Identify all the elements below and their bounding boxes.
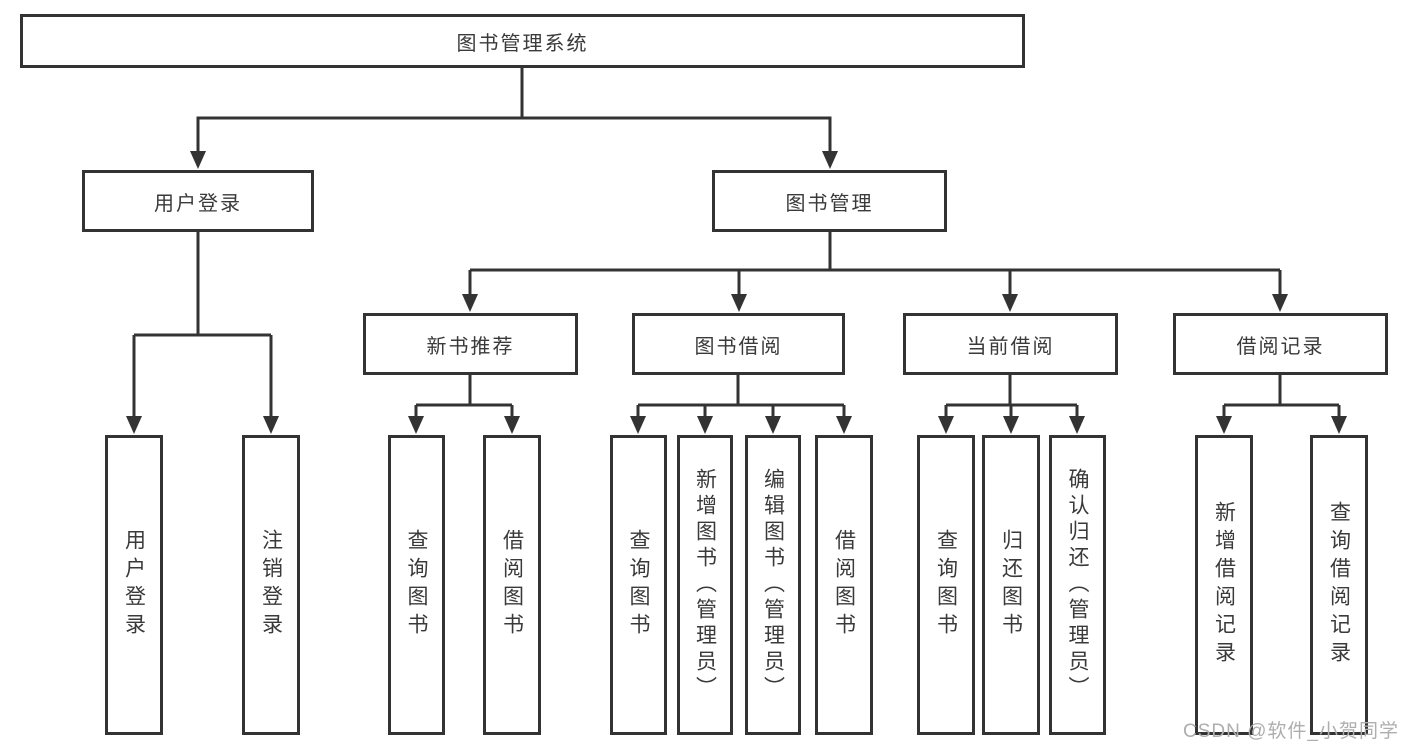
connector-records-to-leaves [1222, 375, 1341, 418]
arrow-down-icon [938, 416, 954, 434]
arrow-down-icon [765, 416, 781, 434]
arrow-down-icon [697, 416, 713, 434]
leaf-current-query-books: 查询图书 [917, 435, 975, 735]
arrow-down-icon [1216, 416, 1232, 434]
connector-login-to-leaves [132, 232, 273, 418]
arrow-down-icon [408, 416, 424, 434]
arrow-down-icon [126, 416, 142, 434]
leaf-records-query: 查询借阅记录 [1310, 435, 1368, 735]
arrow-down-icon [822, 151, 838, 169]
node-new-book-recommend: 新书推荐 [363, 313, 578, 375]
arrowheads [126, 151, 1347, 434]
arrow-down-icon [731, 294, 747, 312]
csdn-watermark: CSDN @软件_小贺同学 [1183, 721, 1399, 742]
node-current-borrowing: 当前借阅 [903, 313, 1118, 375]
node-user-login: 用户登录 [82, 170, 314, 232]
arrow-down-icon [504, 416, 520, 434]
leaf-current-return-books: 归还图书 [982, 435, 1040, 735]
connector-mgmt-to-level3 [468, 232, 1282, 296]
leaf-user-login: 用户登录 [105, 435, 163, 735]
node-borrow-records: 借阅记录 [1173, 313, 1388, 375]
leaf-current-confirm-return-admin: 确认归还（管理员） [1049, 435, 1106, 735]
connector-newbooks-to-leaves [414, 375, 514, 418]
arrow-down-icon [630, 416, 646, 434]
leaf-borrow-add-books-admin: 新增图书（管理员） [677, 435, 733, 735]
node-book-management: 图书管理 [712, 170, 947, 232]
leaf-borrow-edit-books-admin: 编辑图书（管理员） [745, 435, 801, 735]
arrow-down-icon [1331, 416, 1347, 434]
leaf-logout: 注销登录 [242, 435, 300, 735]
leaf-new-query-books: 查询图书 [388, 435, 445, 735]
arrow-down-icon [1002, 294, 1018, 312]
arrow-down-icon [1069, 416, 1085, 434]
node-book-borrowing: 图书借阅 [632, 313, 845, 375]
connector-borrow-to-leaves [636, 375, 846, 418]
leaf-borrow-query-books: 查询图书 [610, 435, 667, 735]
node-root-system: 图书管理系统 [20, 14, 1025, 68]
leaf-records-add: 新增借阅记录 [1195, 435, 1253, 735]
leaf-borrow-borrow-books: 借阅图书 [815, 435, 873, 735]
arrow-down-icon [1003, 416, 1019, 434]
arrow-down-icon [462, 294, 478, 312]
arrow-down-icon [263, 416, 279, 434]
leaf-new-borrow-books: 借阅图书 [483, 435, 541, 735]
arrow-down-icon [836, 416, 852, 434]
arrow-down-icon [190, 151, 206, 169]
arrow-down-icon [1272, 294, 1288, 312]
connector-root-to-level2 [196, 68, 832, 152]
connector-current-to-leaves [944, 375, 1079, 418]
